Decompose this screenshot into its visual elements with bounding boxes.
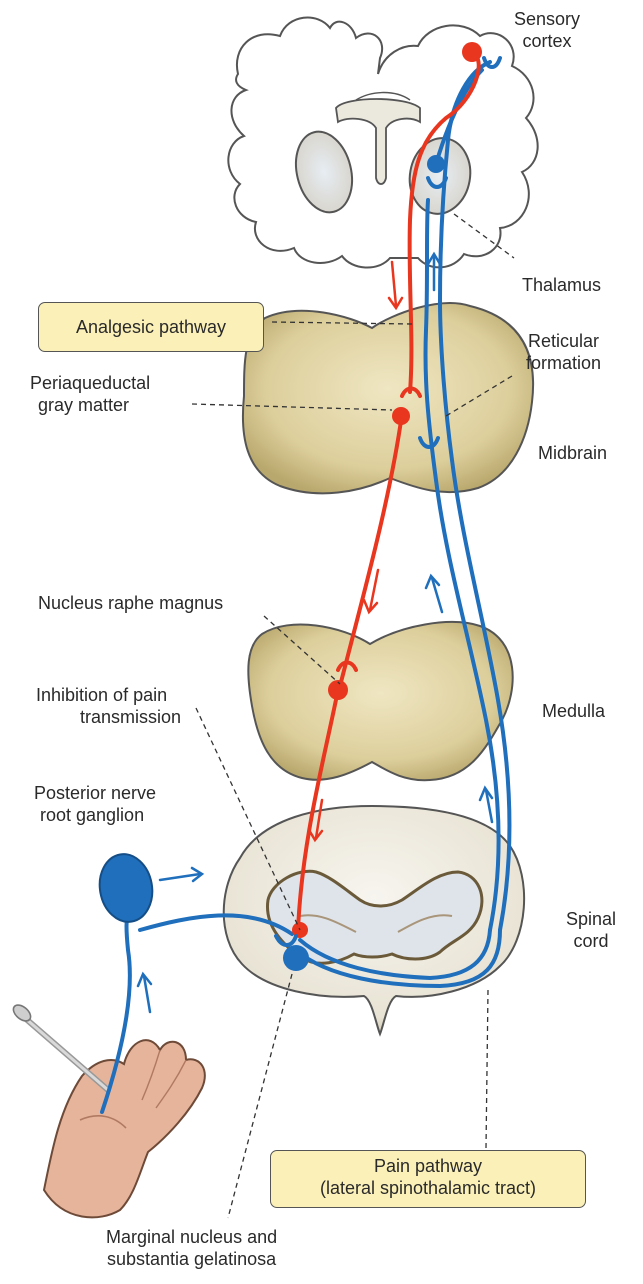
analgesic-pathway-label: Analgesic pathway bbox=[76, 317, 226, 337]
label-midbrain: Midbrain bbox=[538, 442, 607, 464]
label-posterior-line2: root ganglion bbox=[34, 804, 156, 826]
label-nucleus-raphe-text: Nucleus raphe magnus bbox=[38, 593, 223, 613]
pain-pathway-sublabel: (lateral spinothalamic tract) bbox=[271, 1177, 585, 1199]
label-periaqueductal-line1: Periaqueductal bbox=[30, 372, 150, 394]
pain-pathway-box: Pain pathway (lateral spinothalamic trac… bbox=[270, 1150, 586, 1208]
label-reticular-line2: formation bbox=[526, 352, 601, 374]
label-inhibition-line1: Inhibition of pain bbox=[36, 684, 181, 706]
label-medulla: Medulla bbox=[542, 700, 605, 722]
label-marginal-line1: Marginal nucleus and bbox=[106, 1226, 277, 1248]
label-thalamus-text: Thalamus bbox=[522, 275, 601, 295]
label-medulla-text: Medulla bbox=[542, 701, 605, 721]
analgesic-pathway-box: Analgesic pathway bbox=[38, 302, 264, 352]
label-reticular-formation: Reticular formation bbox=[526, 330, 601, 374]
label-sensory-cortex-line2: cortex bbox=[514, 30, 580, 52]
hand-illustration bbox=[10, 1002, 204, 1217]
medulla-section bbox=[248, 622, 512, 780]
label-spinal-line2: cord bbox=[566, 930, 616, 952]
label-reticular-line1: Reticular bbox=[526, 330, 601, 352]
label-thalamus: Thalamus bbox=[522, 274, 601, 296]
label-marginal-line2: substantia gelatinosa bbox=[106, 1248, 277, 1270]
label-periaqueductal: Periaqueductal gray matter bbox=[30, 372, 150, 416]
spinal-cord-section bbox=[224, 806, 524, 1034]
label-spinal-cord: Spinal cord bbox=[566, 908, 616, 952]
label-midbrain-text: Midbrain bbox=[538, 443, 607, 463]
midbrain-section bbox=[243, 303, 533, 493]
pain-pathway-label: Pain pathway bbox=[271, 1155, 585, 1177]
label-posterior-ganglion: Posterior nerve root ganglion bbox=[34, 782, 156, 826]
label-inhibition: Inhibition of pain transmission bbox=[36, 684, 181, 728]
brain-section bbox=[228, 18, 537, 268]
label-inhibition-line2: transmission bbox=[36, 706, 181, 728]
label-sensory-cortex: Sensory cortex bbox=[514, 8, 580, 52]
label-posterior-line1: Posterior nerve bbox=[34, 782, 156, 804]
label-periaqueductal-line2: gray matter bbox=[30, 394, 150, 416]
label-nucleus-raphe-magnus: Nucleus raphe magnus bbox=[38, 592, 223, 614]
label-spinal-line1: Spinal bbox=[566, 908, 616, 930]
label-sensory-cortex-line1: Sensory bbox=[514, 8, 580, 30]
label-marginal-nucleus: Marginal nucleus and substantia gelatino… bbox=[106, 1226, 277, 1270]
